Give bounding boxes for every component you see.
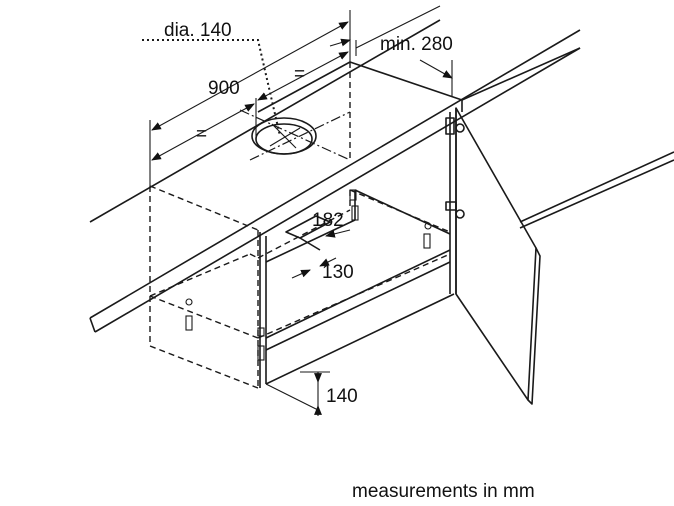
cutout-depth-label: 182: [312, 210, 344, 231]
min-gap-label: min. 280: [380, 34, 453, 55]
wall-top-edges: [89, 19, 674, 333]
units-note: measurements in mm: [352, 481, 535, 502]
hinges: [185, 117, 465, 361]
duct-diameter-label: dia. 140: [164, 20, 232, 41]
equal-left-label: =: [196, 124, 207, 145]
equal-right-label: =: [294, 64, 305, 85]
shelf-cutout: [285, 215, 331, 251]
dimension-lines: [149, 5, 453, 416]
cutout-width-label: 130: [322, 262, 354, 283]
bottom-height-label: 140: [326, 386, 358, 407]
width-label: 900: [208, 78, 240, 99]
cabinet-door: [455, 107, 541, 405]
